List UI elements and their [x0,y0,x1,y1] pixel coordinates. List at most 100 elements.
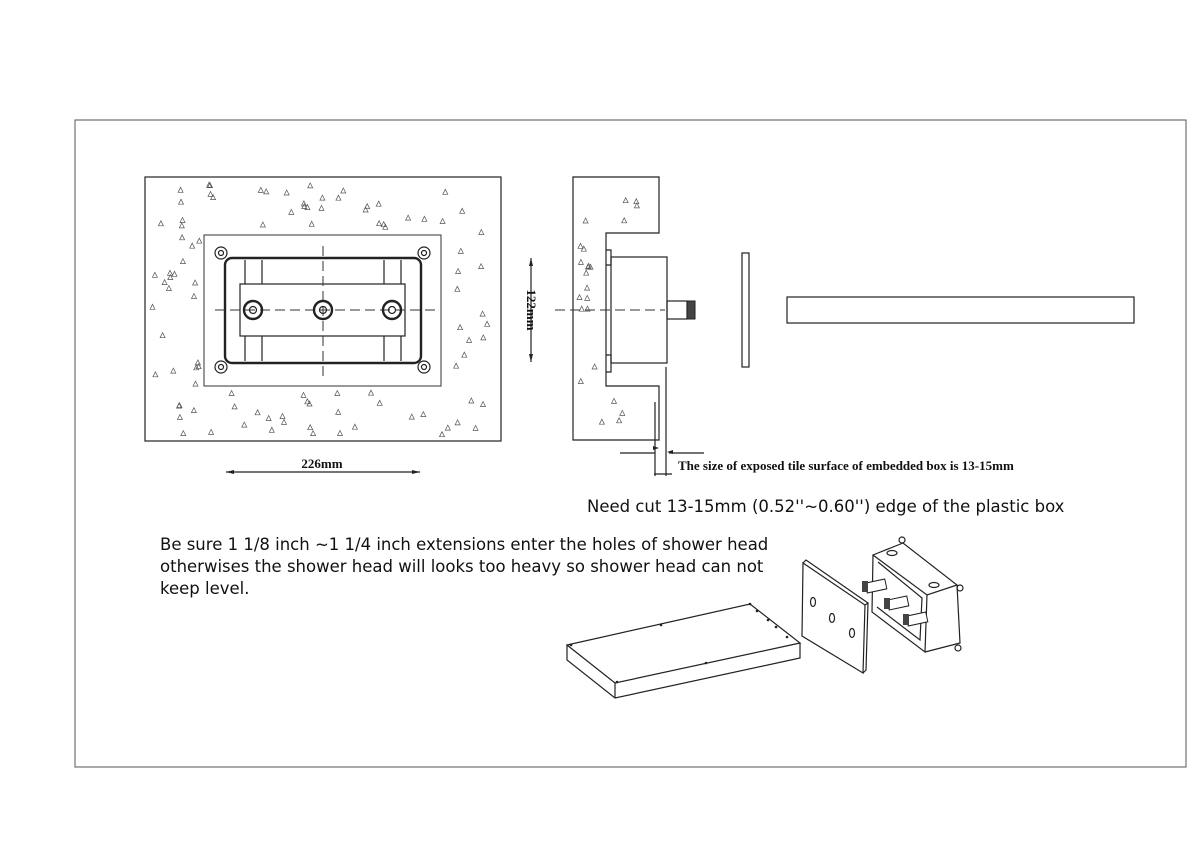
hatch-mark [461,351,468,358]
hatch-mark [171,270,178,277]
isometric-embedded-box [862,536,964,654]
hatch-mark [254,409,261,416]
hatch-mark [591,363,598,370]
hatch-mark [176,413,183,420]
hatch-mark [241,421,248,428]
hatch-mark [622,196,629,204]
hatch-mark [178,222,185,229]
hatch-mark [421,215,428,222]
hatch-mark [420,410,427,417]
tile-surface-note: The size of exposed tile surface of embe… [678,458,1014,473]
hatch-mark [179,234,186,241]
hatch-mark [179,257,186,264]
hatch-mark [479,310,486,317]
hatch-mark [319,194,326,201]
cut-note: Need cut 13-15mm (0.52''~0.60'') edge of… [587,497,1065,516]
hatch-mark [151,271,158,278]
extension-note-line-2: otherwises the shower head will looks to… [160,557,764,576]
hatch-mark [577,258,584,265]
hatch-mark [300,200,307,207]
hatch-mark [457,323,464,331]
front-view: 226mm 122mm [144,176,539,474]
hatch-mark [584,305,591,312]
hatch-mark [577,377,584,384]
hatch-mark [578,305,585,312]
hatch-mark [179,216,186,223]
hatch-mark [180,429,187,436]
hatch-mark [304,398,311,405]
valve-ports [242,299,403,321]
hatch-mark [166,269,174,276]
hatch-mark [310,429,317,436]
hatch-mark [577,242,584,249]
hatch-mark [439,217,446,224]
hatch-mark [208,428,215,435]
pipe-thread [686,300,696,320]
hatch-mark [621,217,628,224]
hatch-mark [334,389,341,396]
hatch-mark [263,188,270,195]
hatch-mark [152,371,159,378]
extension-note-line-3: keep level. [160,579,249,598]
hatch-mark [468,397,475,404]
width-dimension-label: 226mm [301,456,342,471]
hatch-mark [480,334,487,341]
hatch-mark [584,284,591,291]
extension-note-line-1: Be sure 1 1/8 inch ~1 1/4 inch extension… [160,535,768,554]
hatch-mark [362,206,369,213]
hatch-mark [157,220,164,227]
hatch-mark [376,399,383,406]
hatch-mark [177,198,185,205]
hatch-mark [192,279,199,286]
hatch-mark [484,320,491,327]
hatch-mark [438,430,446,438]
hatch-mark [478,262,485,269]
hatch-mark [192,380,199,387]
height-dimension-label: 122mm [524,289,539,330]
hatch-mark [408,413,415,420]
hatch-mark [380,220,387,228]
hatch-mark [165,284,172,291]
side-view: The size of exposed tile surface of embe… [555,176,1135,476]
hatch-mark [442,188,449,195]
hatch-mark [161,278,168,285]
hatch-mark [159,331,166,339]
hatch-mark [466,336,473,343]
cover-plate-side [741,252,750,368]
valve-extensions [862,578,929,627]
hatch-mark [479,400,487,407]
hatch-mark [376,219,383,227]
hatch-mark [190,406,197,413]
hatch-mark [190,292,198,299]
hatch-mark [382,223,389,230]
hatch-mark [367,389,375,396]
mounting-ears [214,246,431,374]
hatch-mark [193,364,200,371]
hatch-mark [194,359,201,366]
isometric-shower-head [565,602,802,699]
hatch-mark [472,424,479,431]
hatch-mark [149,303,156,310]
wall-section-hatching [576,196,640,425]
hatch-mark [318,204,325,211]
drawing-frame [74,119,1187,768]
hatch-mark [459,207,466,214]
hatch-mark [210,193,217,200]
hatch-mark [582,217,589,224]
hatch-mark [580,245,587,252]
hatch-mark [307,423,314,431]
hatch-mark [457,247,464,254]
hatch-mark [231,403,238,410]
hatch-mark [616,417,623,424]
wall-section [572,176,660,441]
hatch-mark [259,221,266,228]
hatch-mark [478,228,485,235]
hatch-mark [375,200,382,207]
shower-head-side [786,296,1135,324]
hatch-mark [206,181,214,189]
hatch-mark [189,242,196,249]
outlet-pipe [666,300,688,320]
hatch-mark [335,194,342,201]
hatch-mark [279,412,286,419]
hatch-mark [265,414,272,421]
